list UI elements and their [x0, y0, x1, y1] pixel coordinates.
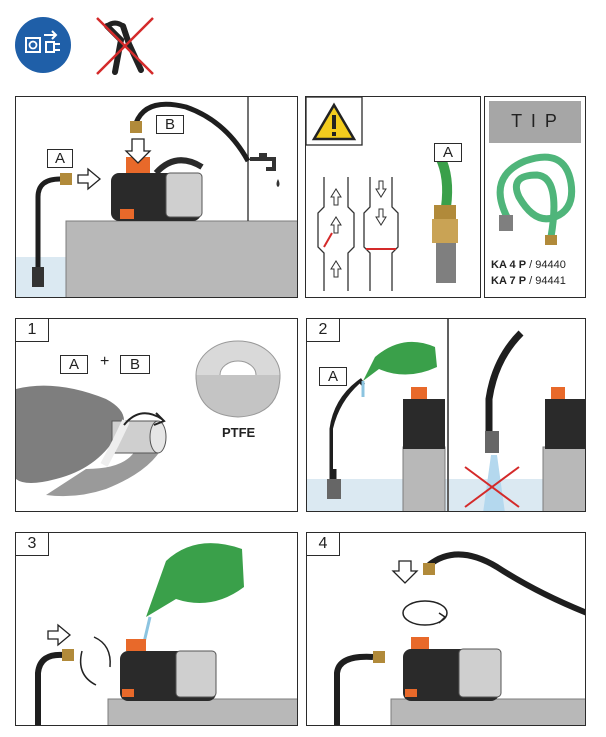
- ptfe-label: PTFE: [222, 425, 256, 440]
- step-number: 1: [16, 319, 49, 342]
- tip-line-1: KA 4 P / 94440: [491, 259, 566, 271]
- step-3-panel: 3: [15, 532, 298, 726]
- plus-sign: +: [100, 353, 110, 370]
- setup-panel: A B: [15, 96, 298, 298]
- label-a: A: [47, 149, 73, 168]
- step-1-panel: 1 A + B PTFE: [15, 318, 298, 512]
- tip-title: T I P: [511, 111, 559, 131]
- tip-header: [489, 101, 581, 143]
- step-number: 2: [307, 319, 340, 342]
- tip-line-2: KA 7 P / 94441: [491, 275, 566, 287]
- label-a: A: [319, 367, 347, 386]
- label-b: B: [120, 355, 150, 374]
- unplug-power-icon: [14, 16, 72, 74]
- label-b: B: [156, 115, 184, 134]
- step-2-panel: 2 A: [306, 318, 586, 512]
- tip-panel: T I P KA 4 P / 94440 KA 7 P / 94441: [484, 96, 586, 298]
- label-a: A: [434, 143, 462, 162]
- step-number: 3: [16, 533, 49, 556]
- step-number: 4: [307, 533, 340, 556]
- label-a: A: [60, 355, 88, 374]
- step-4-panel: 4: [306, 532, 586, 726]
- check-valve-panel: A: [305, 96, 481, 298]
- no-pliers-icon: [93, 14, 157, 78]
